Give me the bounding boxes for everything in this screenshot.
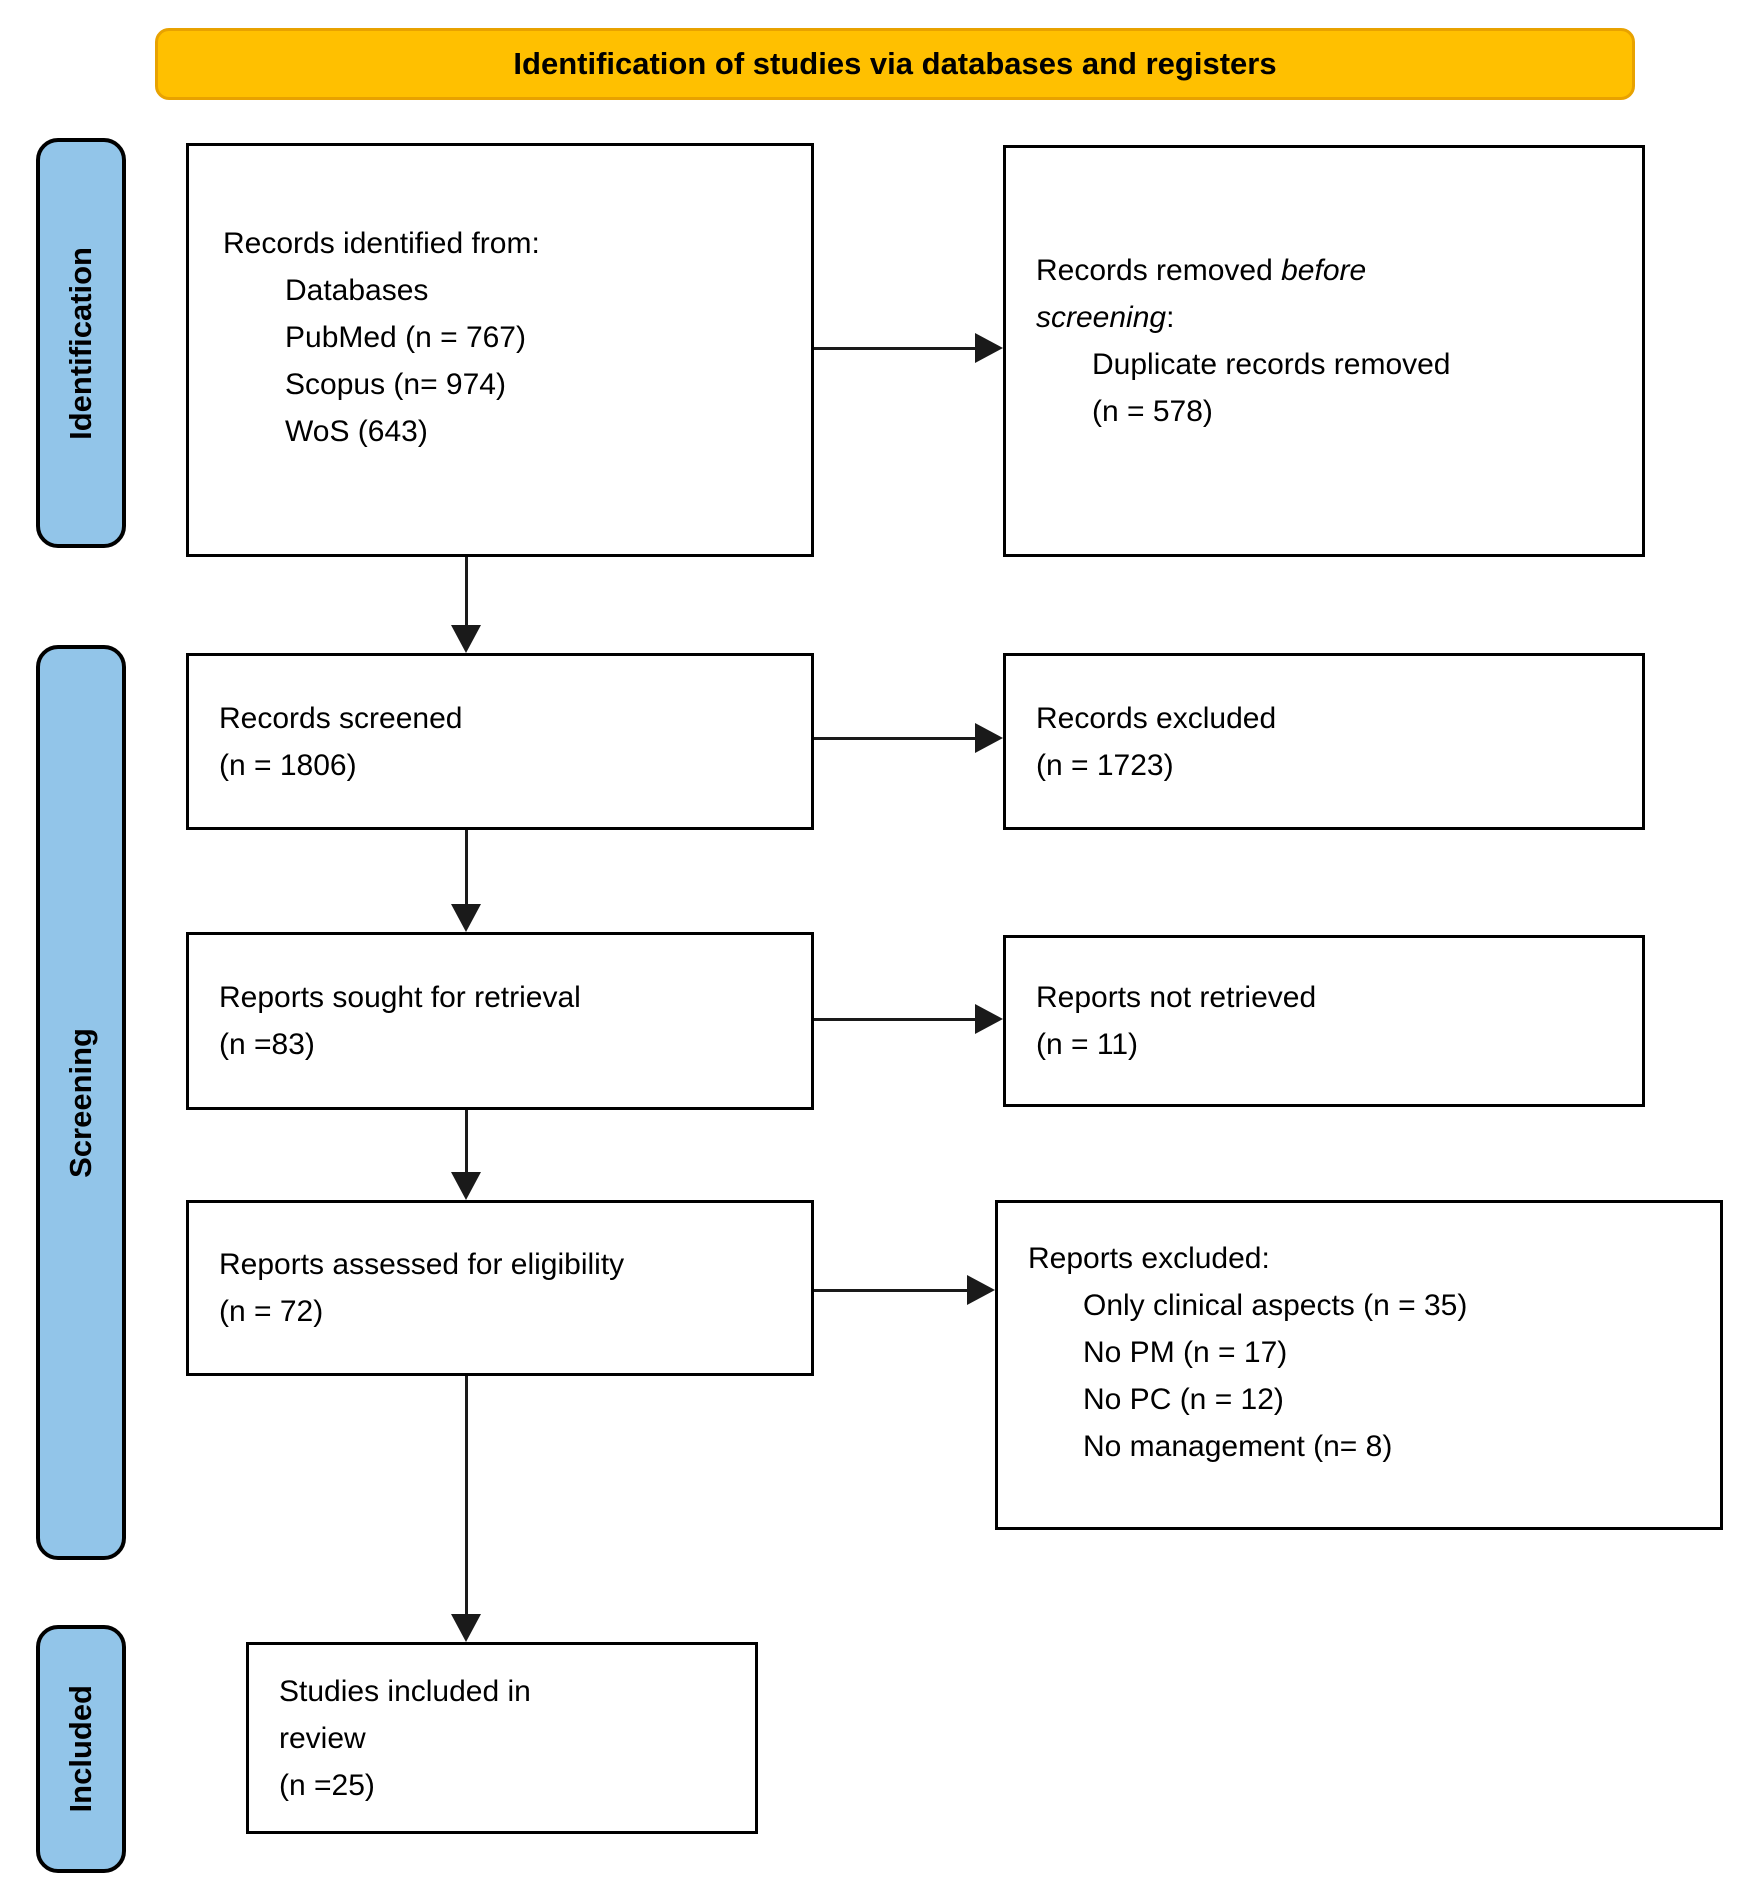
box-records-identified: Records identified from: Databases PubMe… [186,143,814,557]
box-reports-sought: Reports sought for retrieval (n =83) [186,932,814,1110]
arrowhead-right-icon [975,333,1003,363]
arrow-shaft [464,830,468,904]
box-line: (n = 72) [219,1295,324,1328]
arrow-shaft [814,736,975,740]
box-reports-not-retrieved: Reports not retrieved (n = 11) [1003,935,1645,1107]
box-line: Records excluded [1036,701,1277,735]
arrow-screened-to-sought [451,830,481,932]
arrowhead-right-icon [967,1275,995,1305]
arrowhead-right-icon [975,1004,1003,1034]
banner: Identification of studies via databases … [155,28,1635,100]
box-line: Reports not retrieved [1036,981,1317,1014]
stage-label-text: Included [63,1685,98,1813]
box-records-removed: Records removed before screening: Duplic… [1003,145,1645,557]
box-line: (n = 1723) [1036,748,1174,782]
stage-label-identification: Identification [36,138,126,548]
heading-text: : [1166,301,1175,334]
box-line: (n = 1806) [219,748,357,782]
arrow-identified-to-removed [814,333,1003,363]
stage-label-text: Screening [63,1027,98,1178]
box-line: (n = 11) [1036,1028,1138,1061]
box-item: (n = 578) [1092,395,1213,428]
heading-text: Records removed [1036,254,1282,287]
box-records-excluded: Records excluded (n = 1723) [1003,653,1645,830]
box-heading: screening: [1036,294,1624,341]
arrowhead-right-icon [975,723,1003,753]
heading-italic-text: screening [1036,301,1167,334]
box-line: review [279,1721,366,1755]
arrowhead-down-icon [451,625,481,653]
stage-label-screening: Screening [36,645,126,1560]
arrowhead-down-icon [451,1172,481,1200]
box-line: Reports sought for retrieval [219,981,581,1014]
stage-label-text: Identification [63,246,98,440]
box-item: Duplicate records removed [1092,348,1451,381]
arrow-shaft [814,1288,967,1292]
box-reports-excluded: Reports excluded: Only clinical aspects … [995,1200,1723,1530]
box-heading: Records identified from: [223,226,540,260]
box-item: No management (n= 8) [1083,1430,1393,1463]
arrow-shaft [464,1110,468,1172]
box-line: Studies included in [279,1674,531,1708]
box-item: Scopus (n= 974) [285,367,506,401]
arrow-sought-to-assessed [451,1110,481,1200]
box-line: Reports assessed for eligibility [219,1248,625,1281]
box-item: No PM (n = 17) [1083,1336,1288,1369]
box-reports-assessed: Reports assessed for eligibility (n = 72… [186,1200,814,1376]
box-studies-included: Studies included in review (n =25) [246,1642,758,1834]
arrow-shaft [814,1017,975,1021]
arrow-shaft [464,557,468,625]
arrow-screened-to-excluded [814,723,1003,753]
arrow-assessed-to-excluded [814,1275,995,1305]
box-heading: Reports excluded: [1028,1242,1270,1275]
arrow-assessed-to-included [451,1376,481,1642]
box-item: PubMed (n = 767) [285,320,526,354]
box-item: Only clinical aspects (n = 35) [1083,1289,1468,1322]
box-item: Databases [285,273,429,307]
box-heading: Records removed before [1036,247,1624,294]
arrowhead-down-icon [451,904,481,932]
box-item: WoS (643) [285,414,428,448]
heading-italic-text: before [1281,254,1367,287]
arrow-sought-to-not-retrieved [814,1004,1003,1034]
box-line: (n =83) [219,1028,315,1061]
box-line: (n =25) [279,1768,375,1802]
arrowhead-down-icon [451,1614,481,1642]
stage-label-included: Included [36,1625,126,1873]
arrow-identified-to-screened [451,557,481,653]
box-records-screened: Records screened (n = 1806) [186,653,814,830]
arrow-shaft [464,1376,468,1614]
banner-title: Identification of studies via databases … [513,46,1277,81]
arrow-shaft [814,346,975,350]
box-item: No PC (n = 12) [1083,1383,1284,1416]
box-line: Records screened [219,701,463,735]
